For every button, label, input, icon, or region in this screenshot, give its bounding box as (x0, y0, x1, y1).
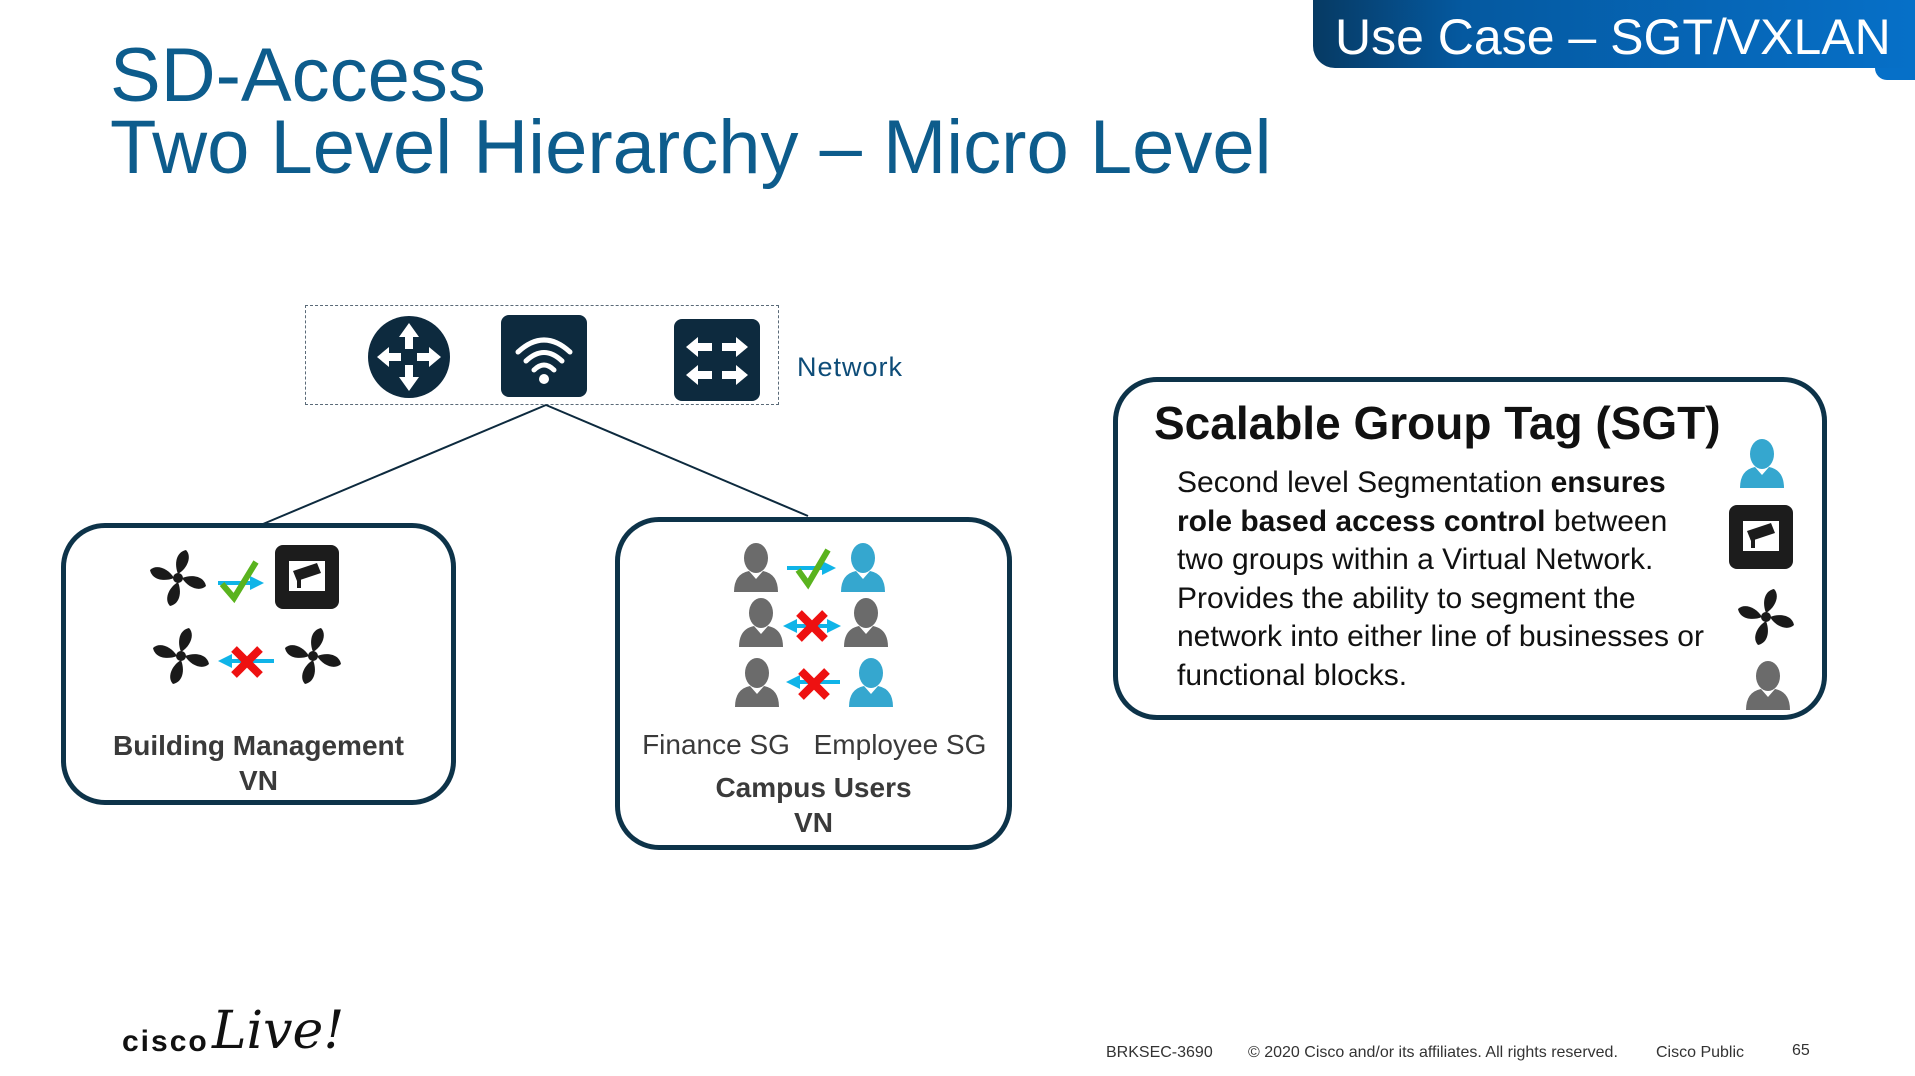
sgt-title: Scalable Group Tag (SGT) (1154, 397, 1721, 449)
finance-sg-label: Finance SG (642, 729, 790, 760)
allow-arrow-icon (218, 560, 264, 604)
vn-icons-building (150, 545, 341, 684)
vn-icons-campus (734, 543, 893, 707)
title-line-2: Two Level Hierarchy – Micro Level (110, 105, 1272, 190)
page-title: SD-Access Two Level Hierarchy – Micro Le… (110, 33, 1272, 190)
banner-text: Use Case – SGT/VXLAN (1335, 9, 1891, 65)
building-management-vn (61, 523, 456, 805)
network-group (305, 305, 779, 405)
sgt-callout (1113, 377, 1827, 720)
network-label: Network (797, 352, 904, 382)
building-vn-label-line1: Building Management (113, 730, 404, 761)
deny-arrow-icon (218, 649, 274, 675)
router-icon (368, 316, 450, 398)
sgt-icons (1729, 439, 1794, 710)
camera-icon (275, 545, 339, 609)
deny-arrow-icon (786, 671, 840, 697)
campus-vn-label: Campus Users VN (615, 770, 1012, 840)
classification: Cisco Public (1656, 1044, 1745, 1061)
cisco-live-logo: cisco Live! (122, 1001, 345, 1061)
section-banner: Use Case – SGT/VXLAN (1313, 0, 1915, 80)
allow-arrow-icon (787, 548, 836, 590)
campus-vn-label-line1: Campus Users (715, 772, 912, 803)
line-to-building-vn (262, 404, 547, 525)
session-id: BRKSEC-3690 (1106, 1044, 1213, 1061)
wireless-icon (501, 315, 587, 397)
building-vn-label: Building Management VN (61, 728, 456, 798)
employee-sg-label: Employee SG (813, 729, 987, 760)
deny-arrow-icon (783, 613, 841, 639)
building-vn-label-line2: VN (239, 765, 278, 796)
switch-icon (674, 319, 760, 401)
campus-vn-label-line2: VN (794, 807, 833, 838)
title-line-1: SD-Access (110, 33, 486, 118)
line-to-campus-vn (545, 404, 809, 517)
copyright: © 2020 Cisco and/or its affiliates. All … (1248, 1044, 1618, 1061)
page-number: 65 (1792, 1042, 1810, 1059)
sgt-body-1: Second level Segmentation (1177, 466, 1551, 499)
sgt-description: Second level Segmentation ensures role b… (1177, 464, 1717, 695)
sgt-body-bold: ensures role based access control (1177, 466, 1666, 538)
sgt-body-2: between two groups within a Virtual Netw… (1177, 504, 1704, 692)
camera-icon (1729, 505, 1793, 569)
